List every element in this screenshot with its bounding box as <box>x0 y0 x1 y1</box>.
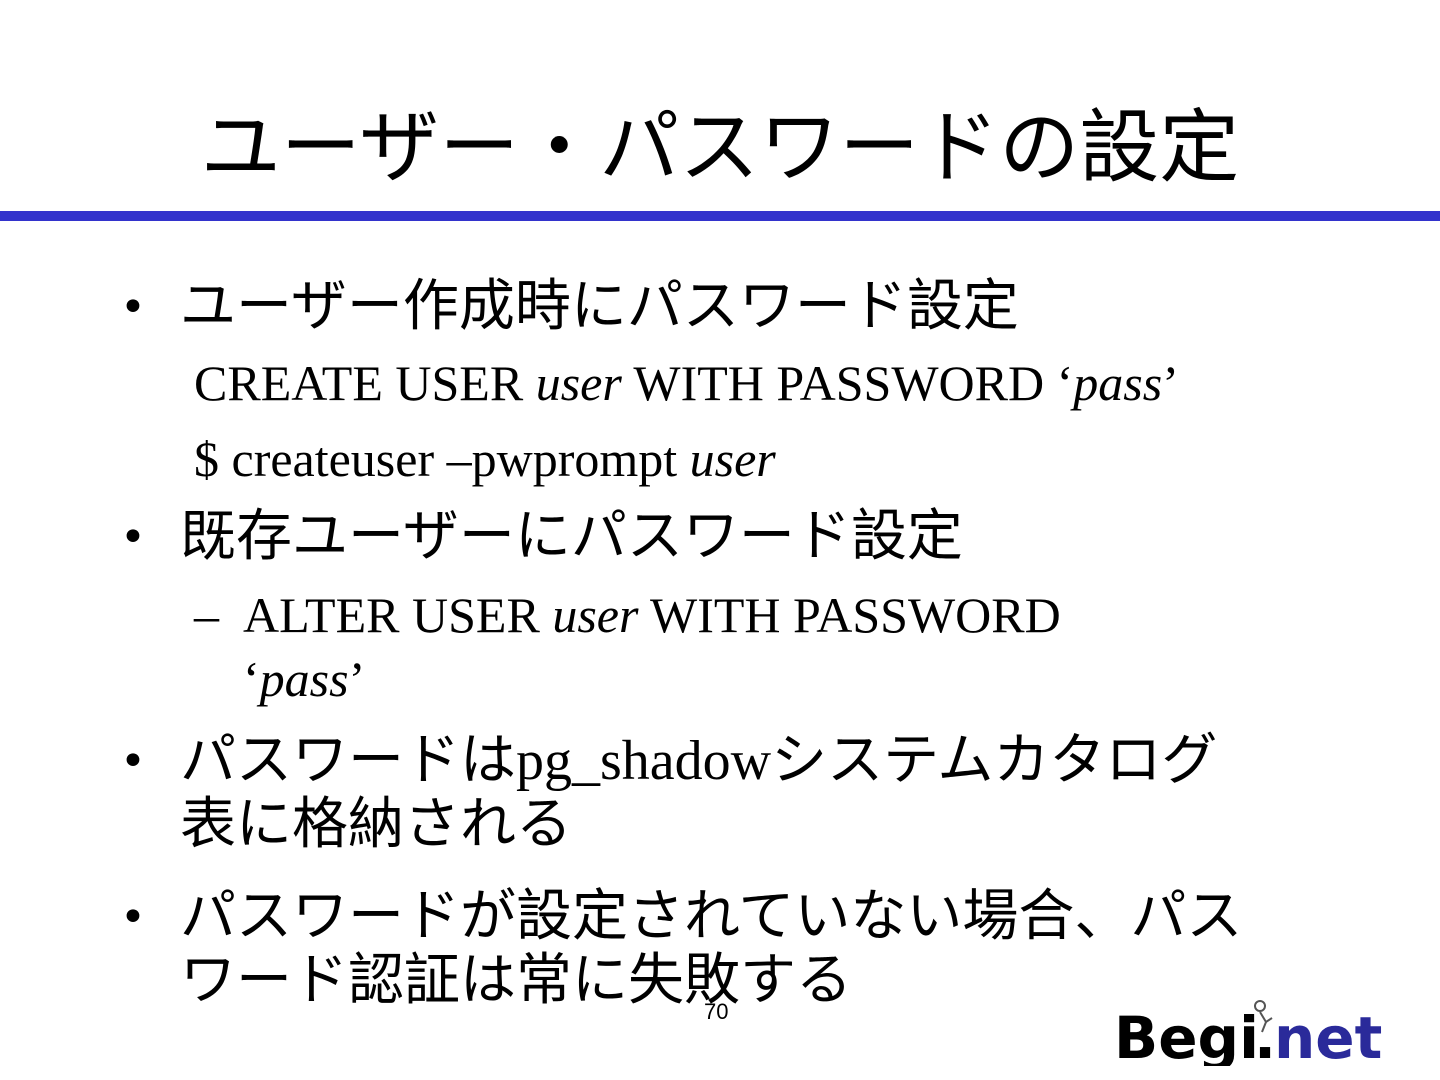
bullet-marker: • <box>120 282 146 333</box>
title-divider <box>0 211 1440 221</box>
begi-net-logo: Begi . net <box>1114 1000 1382 1066</box>
alter-quote-close: ’ <box>348 651 366 707</box>
bullet-marker: • <box>120 736 146 787</box>
bullet-create-password: ユーザー作成時にパスワード設定 <box>180 274 1019 339</box>
cmd-suffix: ’ <box>1162 355 1179 411</box>
b3-part2: システムカタログ <box>771 728 1218 793</box>
alter-user-command: ALTER USER user WITH PASSWORD <box>243 584 1061 646</box>
bullet-pg-shadow-cont: 表に格納される <box>180 792 572 857</box>
page-number: 70 <box>704 999 729 1024</box>
slide-title: ユーザー・パスワードの設定 <box>200 101 1240 194</box>
create-user-command: CREATE USER user WITH PASSWORD ‘pass’ <box>194 352 1179 414</box>
alter-user-var: user <box>552 587 639 643</box>
logo-figure-icon <box>1254 1000 1273 1033</box>
bullet-existing-user: 既存ユーザーにパスワード設定 <box>180 504 963 569</box>
bullet-marker: • <box>120 892 146 943</box>
cmd2-user-var: user <box>689 431 776 487</box>
bullet-pg-shadow: パスワードはpg_shadowシステムカタログ <box>180 728 1218 793</box>
alter-mid: WITH PASSWORD <box>638 587 1061 643</box>
bullet-auth-fails-cont: ワード認証は常に失敗する <box>180 948 852 1013</box>
cmd-mid: WITH PASSWORD ‘ <box>621 355 1074 411</box>
cmd-user-var: user <box>535 355 622 411</box>
b3-part1: パスワードは <box>180 728 516 793</box>
alter-pass-value: pass <box>259 651 349 707</box>
logo-text-tail: net <box>1274 1004 1382 1066</box>
cmd2-prefix: $ createuser –pwprompt <box>194 431 690 487</box>
createuser-command: $ createuser –pwprompt user <box>194 428 776 490</box>
cmd-prefix: CREATE USER <box>194 355 536 411</box>
bullet-auth-fails: パスワードが設定されていない場合、パス <box>180 884 1243 949</box>
bullet-marker: • <box>120 512 146 563</box>
logo-dot: . <box>1254 1004 1276 1066</box>
dash-marker: – <box>194 587 219 643</box>
alter-prefix: ALTER USER <box>243 587 553 643</box>
cmd-pass-value: pass <box>1073 355 1163 411</box>
alter-user-command-cont: ‘pass’ <box>243 648 365 710</box>
logo-text-main: Begi <box>1114 1004 1259 1066</box>
alter-quote-open: ‘ <box>243 651 260 707</box>
pg-shadow-code: pg_shadow <box>516 730 772 792</box>
